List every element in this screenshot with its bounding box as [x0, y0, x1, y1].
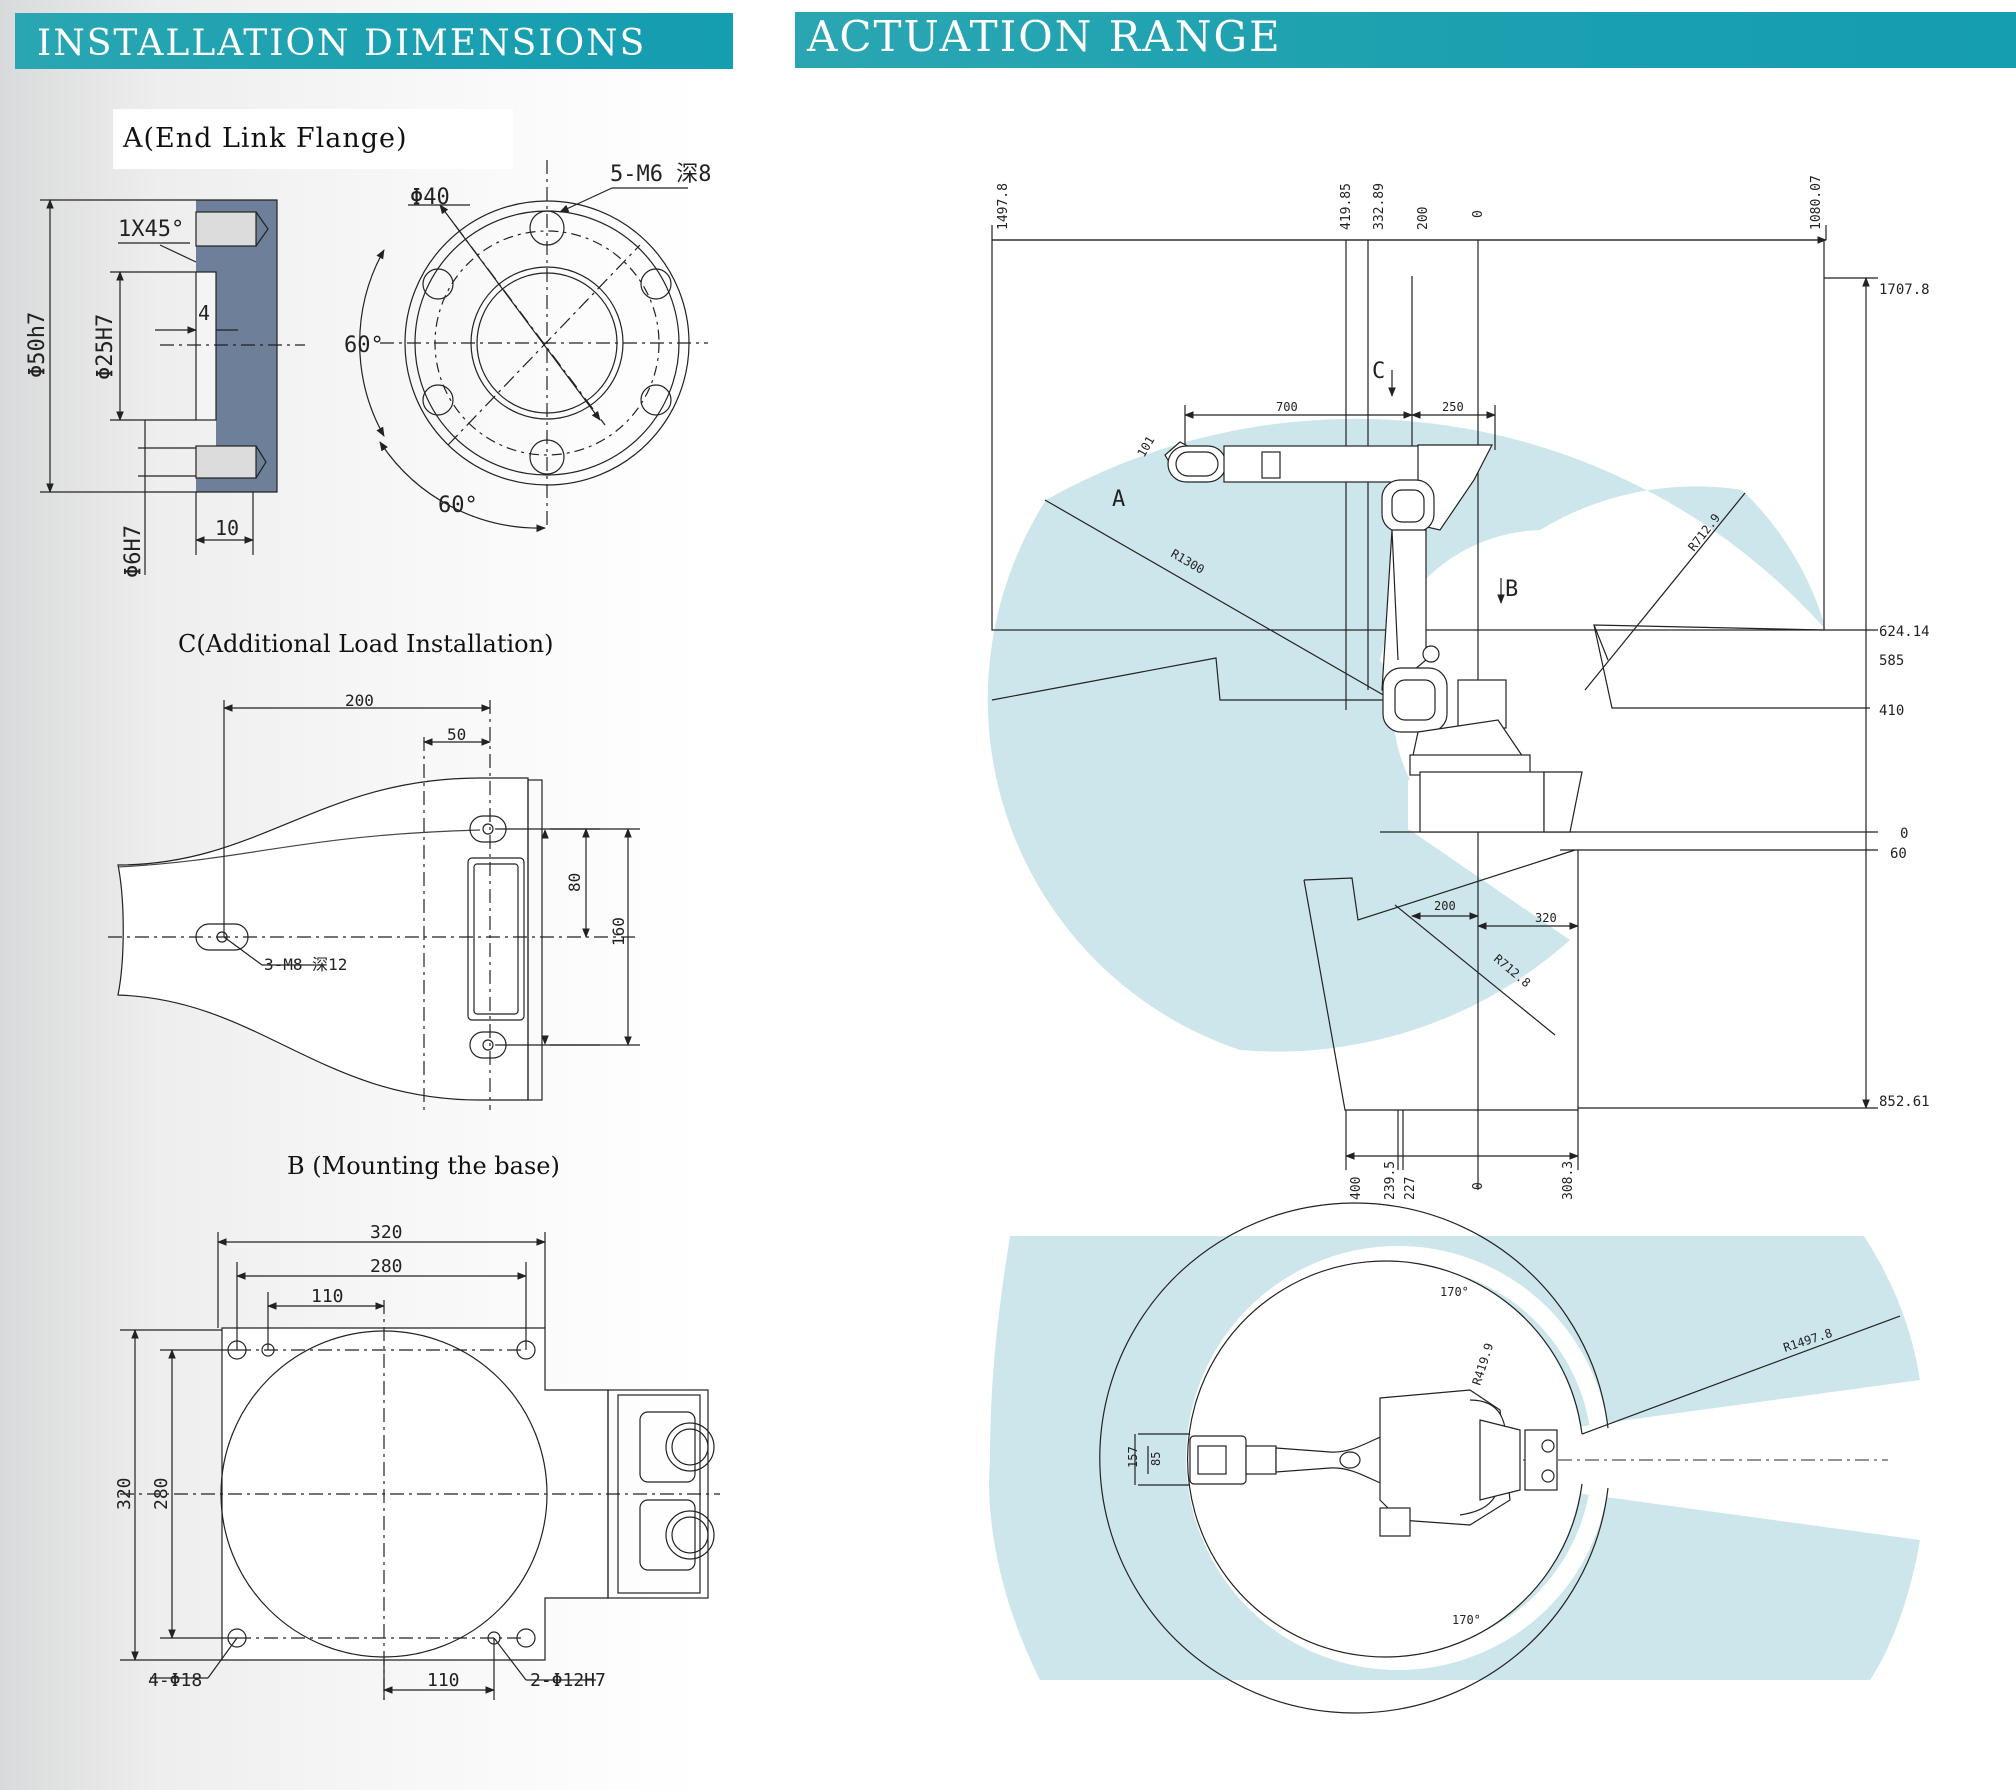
end-link-flange-drawing: 1X45° 4 Φ25H7 Φ50h7 Φ6H7 10 [25, 160, 711, 578]
additional-load-drawing [108, 700, 640, 1110]
right-dim-852-label: 852.61 [1879, 1094, 1930, 1110]
marker-a-label: A [1112, 487, 1125, 512]
marker-c-label: C [1372, 359, 1385, 384]
base-w110-label: 110 [311, 1286, 344, 1307]
right-dim-0-label: 0 [1900, 826, 1908, 842]
load-dim-160-label: 160 [609, 917, 628, 946]
d25-label: Φ25H7 [93, 314, 118, 380]
actuation-range-banner: ACTUATION RANGE [795, 12, 2016, 68]
load-dim-50-label: 50 [447, 725, 466, 744]
end-link-flange-caption: A(End Link Flange) [113, 109, 513, 169]
actuation-side-view [987, 225, 1878, 1190]
top-dim-200-label: 200 [1416, 207, 1431, 230]
bottom-dim-239-label: 239.5 [1383, 1161, 1398, 1200]
right-dim-585-label: 585 [1879, 653, 1904, 669]
right-dim-1707-label: 1707.8 [1879, 282, 1930, 298]
arm-dim-700-label: 700 [1276, 400, 1298, 414]
right-dim-410-label: 410 [1879, 703, 1904, 719]
base-h280-label: 280 [151, 1477, 172, 1510]
actuation-top-view [989, 1202, 1920, 1714]
load-dim-80-label: 80 [565, 873, 584, 892]
bottom-dim-308-label: 308.3 [1561, 1161, 1576, 1200]
angle-60-left-label: 60° [344, 333, 384, 358]
d6-label: Φ6H7 [121, 525, 146, 578]
base-b110-label: 110 [427, 1670, 460, 1691]
chamfer-label: 1X45° [118, 217, 184, 242]
actuation-range-title: ACTUATION RANGE [807, 12, 1282, 61]
additional-load-caption: C(Additional Load Installation) [178, 630, 554, 658]
top-dim-85-label: 85 [1149, 1452, 1163, 1466]
dim-4-label: 4 [198, 301, 210, 325]
bottom-dim-227-label: 227 [1403, 1177, 1418, 1200]
arm-dim-250-label: 250 [1442, 400, 1464, 414]
base-pins-label: 2-Φ12H7 [530, 1670, 606, 1691]
d50-label: Φ50h7 [25, 312, 50, 378]
base-holes-label: 4-Φ18 [148, 1670, 202, 1691]
bottom-dim-400-label: 400 [1349, 1177, 1364, 1200]
marker-b-label: B [1505, 577, 1518, 602]
right-dim-624-label: 624.14 [1879, 624, 1930, 640]
top-dim-419-label: 419.85 [1339, 183, 1354, 230]
robot-arm-top [1189, 1389, 1558, 1537]
load-dim-200-label: 200 [345, 691, 374, 710]
installation-dimensions-banner: INSTALLATION DIMENSIONS [15, 13, 733, 69]
top-angle-170-top-label: 170° [1440, 1285, 1469, 1299]
top-dim-157-label: 157 [1126, 1446, 1140, 1468]
working-envelope [987, 418, 1826, 1052]
top-dim-1080-label: 1080.07 [1809, 175, 1824, 230]
arm-dim-200-label: 200 [1434, 899, 1456, 913]
top-dim-1497-label: 1497.8 [996, 183, 1011, 230]
dim-10-label: 10 [215, 516, 239, 540]
base-w320-label: 320 [370, 1222, 403, 1243]
top-dim-332-label: 332.89 [1372, 183, 1387, 230]
robot-arm-side [1164, 441, 1583, 833]
flange-front-view [359, 160, 708, 533]
installation-dimensions-title: INSTALLATION DIMENSIONS [37, 23, 647, 64]
top-dim-0-label: 0 [1471, 210, 1486, 218]
right-dim-60-label: 60 [1890, 846, 1907, 862]
bottom-dim-0-label: 0 [1471, 1182, 1486, 1190]
d40-label: Φ40 [410, 185, 450, 210]
angle-60-bottom-label: 60° [438, 493, 478, 518]
thread-5m6-label: 5-M6 深8 [610, 162, 711, 187]
base-h320-label: 320 [114, 1477, 135, 1510]
load-thread-label: 3-M8 深12 [264, 955, 347, 974]
arm-dim-320-label: 320 [1535, 911, 1557, 925]
mounting-base-caption: B (Mounting the base) [287, 1152, 560, 1180]
flange-section-view [40, 199, 305, 575]
top-angle-170-bottom-label: 170° [1452, 1613, 1481, 1627]
base-w280-label: 280 [370, 1256, 403, 1277]
mounting-base-drawing [120, 1232, 720, 1700]
